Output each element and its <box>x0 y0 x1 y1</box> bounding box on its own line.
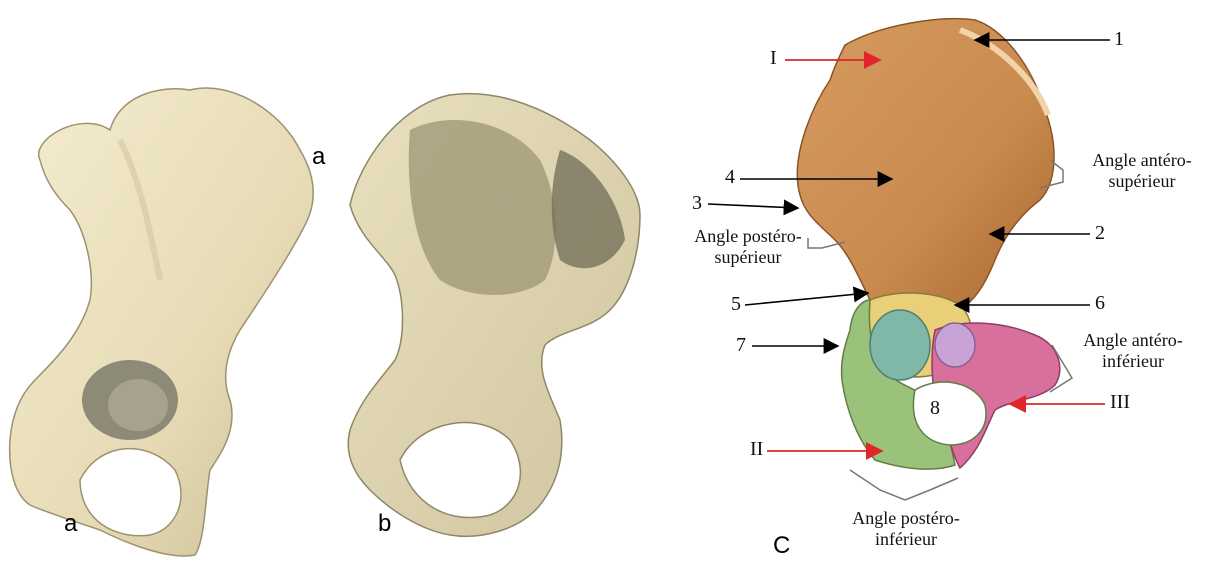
label-angle-postero-inferieur-line2: inférieur <box>838 529 974 550</box>
label-4: 4 <box>725 166 735 189</box>
label-angle-antero-inferieur-line1: Angle antéro- <box>1068 330 1198 351</box>
label-angle-postero-superieur-line2: supérieur <box>684 247 812 268</box>
label-angle-postero-superieur: Angle postéro- supérieur <box>684 226 812 267</box>
label-III: III <box>1110 391 1130 414</box>
label-5: 5 <box>731 293 741 316</box>
label-angle-postero-inferieur: Angle postéro- inférieur <box>838 508 974 549</box>
label-3: 3 <box>692 192 702 215</box>
label-8: 8 <box>930 397 940 420</box>
label-angle-antero-superieur-line1: Angle antéro- <box>1072 150 1210 171</box>
label-6: 6 <box>1095 292 1105 315</box>
label-angle-antero-superieur-line2: supérieur <box>1072 171 1210 192</box>
label-II: II <box>750 438 763 461</box>
label-angle-antero-superieur: Angle antéro- supérieur <box>1072 150 1210 191</box>
label-7: 7 <box>736 334 746 357</box>
label-angle-postero-superieur-line1: Angle postéro- <box>684 226 812 247</box>
bracket-postero-inferieur <box>850 470 958 500</box>
label-angle-antero-inferieur-line2: inférieur <box>1068 351 1198 372</box>
arrow-3 <box>708 204 798 208</box>
panel-letter-c: C <box>773 532 790 560</box>
label-angle-postero-inferieur-line1: Angle postéro- <box>838 508 974 529</box>
bone-a-illustration <box>10 88 314 556</box>
label-2: 2 <box>1095 222 1105 245</box>
arrow-5 <box>745 293 868 305</box>
panel-letter-a-top: a <box>312 143 325 171</box>
label-1: 1 <box>1114 28 1124 51</box>
panel-letter-a-bottom: a <box>64 510 77 538</box>
bone-b-illustration <box>348 94 640 537</box>
panel-letter-b: b <box>378 510 391 538</box>
label-angle-antero-inferieur: Angle antéro- inférieur <box>1068 330 1198 371</box>
label-I: I <box>770 47 777 70</box>
